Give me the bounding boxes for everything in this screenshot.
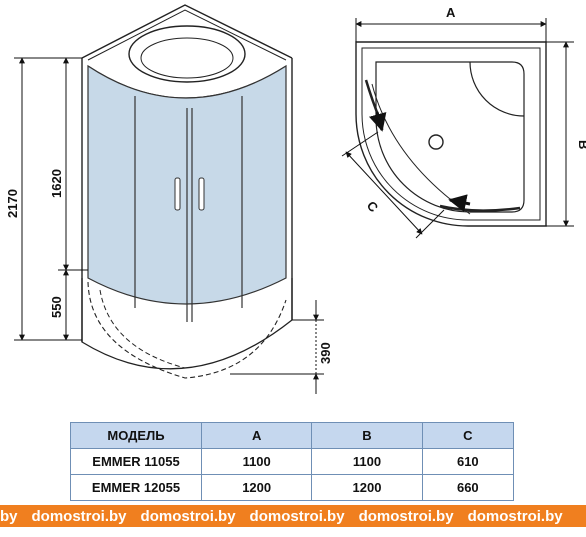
cabin-height-label: 1620 [49, 169, 64, 198]
cell-c: 660 [421, 474, 515, 501]
cell-a: 1200 [200, 474, 313, 501]
header-model: МОДЕЛЬ [70, 422, 202, 449]
width-label-a: A [446, 5, 456, 20]
cell-model: EMMER 12055 [70, 474, 202, 501]
door-handles [174, 177, 205, 211]
watermark-text: domostroi.by [249, 507, 345, 525]
door-label-c: C [364, 198, 382, 215]
watermark-text: domostroi.by [358, 507, 454, 525]
total-height-label: 2170 [5, 189, 20, 218]
cell-b: 1100 [311, 448, 423, 475]
watermark-text: domostroi.by [31, 507, 127, 525]
watermark-prefix: by [0, 507, 18, 525]
header-c: C [421, 422, 515, 449]
tray-depth-label: 390 [318, 342, 333, 364]
table-row: EMMER 11055 1100 1100 610 [70, 448, 515, 475]
table-row: EMMER 12055 1200 1200 660 [70, 474, 515, 501]
height-dimensions [14, 57, 324, 394]
cell-c: 610 [421, 448, 515, 475]
table-header-row: МОДЕЛЬ A B C [70, 422, 515, 449]
cell-a: 1100 [200, 448, 313, 475]
tray-height-label: 550 [49, 296, 64, 318]
header-a: A [200, 422, 313, 449]
watermark-banner: by domostroi.by domostroi.by domostroi.b… [0, 505, 586, 527]
cell-model: EMMER 11055 [70, 448, 202, 475]
model-spec-table: МОДЕЛЬ A B C EMMER 11055 1100 1100 610 E… [70, 422, 515, 501]
plan-view [355, 41, 547, 227]
roof-oval [128, 25, 246, 83]
watermark-text: domostroi.by [140, 507, 236, 525]
tray [81, 278, 293, 379]
header-b: B [311, 422, 423, 449]
depth-label-b: B [576, 140, 586, 149]
watermark-text: domostroi.by [467, 507, 563, 525]
glass-doors [87, 64, 287, 322]
door-arrows [368, 111, 471, 213]
cell-b: 1200 [311, 474, 423, 501]
shower-cabin-drawing: 2170 1620 550 390 A B C [5, 4, 586, 394]
drain-icon [428, 134, 444, 150]
plan-dimensions [341, 18, 574, 239]
